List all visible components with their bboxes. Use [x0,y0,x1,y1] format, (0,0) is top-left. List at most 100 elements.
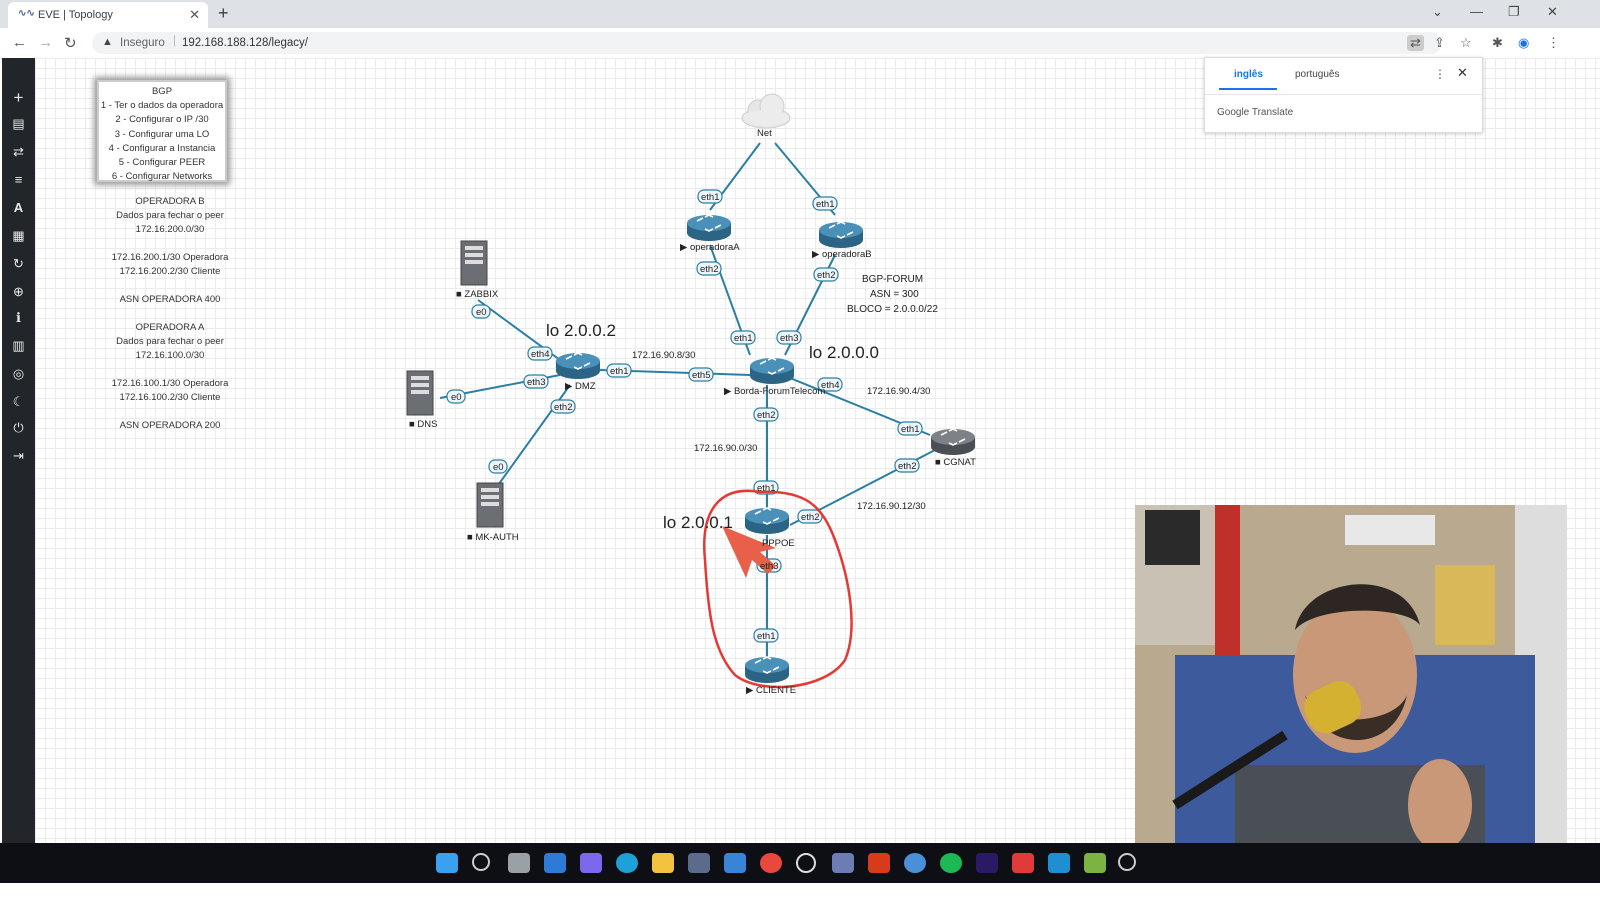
node-label-operadoraB[interactable]: ▶ operadoraB [812,249,872,260]
subnet-label[interactable]: 172.16.90.8/30 [632,350,696,361]
extensions-icon[interactable]: ✱ [1492,35,1503,50]
plus-icon[interactable]: + [13,88,24,107]
loopback-pppoe[interactable]: lo 2.0.0.1 [663,513,733,532]
menu-icon[interactable]: ⋮ [1547,35,1560,50]
more-options-icon[interactable]: ⋮ [1434,67,1446,81]
back-icon[interactable]: ← [12,34,27,51]
network-icon[interactable]: ⇄ [13,144,24,159]
teams-icon[interactable] [580,853,602,873]
logout-icon[interactable]: ⇥ [13,448,24,463]
search-icon[interactable] [472,853,490,871]
loopback-dmz[interactable]: lo 2.0.0.2 [546,321,616,340]
tab-search-icon[interactable]: ⌄ [1432,4,1443,19]
node-label-dmz[interactable]: ▶ DMZ [565,381,596,392]
loopback-borda[interactable]: lo 2.0.0.0 [809,343,879,362]
file-explorer-icon[interactable] [652,853,674,873]
minimize-icon[interactable]: — [1470,4,1483,19]
store-icon[interactable] [688,853,710,873]
node-label-pppoe[interactable]: PPPOE [762,538,795,549]
new-tab-button[interactable]: + [218,3,229,23]
omnibox[interactable]: ▲ Inseguro | 192.168.188.128/legacy/ [92,32,1442,54]
list-icon[interactable]: ≡ [14,172,23,187]
bgp-steps-box[interactable]: BGP 1 - Ter o dados da operadora 2 - Con… [97,80,227,182]
node-label-operadoraA[interactable]: ▶ operadoraA [680,242,740,253]
grid-icon[interactable]: ▦ [12,228,25,243]
reload-icon[interactable]: ↻ [64,35,77,52]
router-icon-operadoraA[interactable] [686,214,732,242]
nodes-icon[interactable]: ▤ [12,116,25,131]
node-label-cgnat[interactable]: ■ CGNAT [935,457,976,468]
divider [1205,94,1482,95]
edge-icon[interactable] [616,853,638,873]
bgp-forum-bloco[interactable]: BLOCO = 2.0.0.0/22 [847,304,938,315]
power-icon[interactable]: ⏻ [13,420,24,435]
dell-icon[interactable] [796,853,816,873]
restore-icon[interactable]: ❐ [1508,4,1520,19]
android-icon[interactable] [1084,853,1106,873]
bgp-forum-title[interactable]: BGP-FORUM [862,274,924,285]
node-name: MK-AUTH [475,532,519,543]
node-label-borda[interactable]: ▶ Borda-ForumTelecom [724,386,826,397]
mail-icon[interactable] [724,853,746,873]
node-label-mkauth[interactable]: ■ MK-AUTH [467,532,519,543]
bgp-line: 2 - Configurar o IP /30 [115,114,209,126]
moon-icon[interactable]: ☾ [12,394,25,409]
server-icon-zabbix[interactable] [460,240,488,286]
node-label-dns[interactable]: ■ DNS [409,419,438,430]
translate-lang-to[interactable]: português [1295,69,1340,80]
port-label: eth1 [610,366,629,377]
star-icon[interactable]: ☆ [1460,35,1472,50]
router-icon-dmz[interactable] [555,352,601,380]
browser-icon[interactable] [904,853,926,873]
server-icon-mkauth[interactable] [476,482,504,528]
router-icon-borda[interactable] [749,357,795,385]
chrome-icon[interactable] [760,853,782,873]
zoom-icon[interactable]: ⊕ [13,284,24,299]
text-icon[interactable]: A [13,200,24,215]
node-label-net[interactable]: Net [757,128,772,139]
anydesk-icon[interactable] [1012,853,1034,873]
node-label-cliente[interactable]: ▶ CLIENTE [746,685,797,696]
obs-icon[interactable] [1118,853,1136,871]
forward-icon[interactable]: → [38,34,53,51]
subnet-label[interactable]: 172.16.90.0/30 [694,443,758,454]
bgp-forum-asn[interactable]: ASN = 300 [870,289,919,300]
router-icon-cliente[interactable] [744,656,790,684]
network-app-icon[interactable] [832,853,854,873]
cloud-icon[interactable] [741,93,791,129]
subnet-label[interactable]: 172.16.90.4/30 [867,386,931,397]
vmware-icon[interactable] [1048,853,1070,873]
task-view-icon[interactable] [508,853,530,873]
url-text[interactable]: 192.168.188.128/legacy/ [182,37,308,49]
note-line: 172.16.100.2/30 Cliente [119,392,221,403]
spotify-icon[interactable] [940,853,962,873]
notes-icon[interactable]: ▥ [12,338,25,353]
server-icon-dns[interactable] [406,370,434,416]
widgets-icon[interactable] [544,853,566,873]
office-icon[interactable] [868,853,890,873]
translate-lang-from[interactable]: inglês [1234,69,1263,80]
window-close-icon[interactable]: ✕ [1547,4,1558,19]
refresh-icon[interactable]: ↻ [13,256,24,271]
security-label[interactable]: Inseguro [120,37,165,49]
node-label-zabbix[interactable]: ■ ZABBIX [456,289,499,300]
router-icon-cgnat[interactable] [930,428,976,456]
router-icon-operadoraB[interactable] [818,221,864,249]
profile-icon[interactable]: ◉ [1518,35,1530,50]
info-icon[interactable]: ℹ [16,310,21,325]
router-icon-pppoe[interactable] [744,507,790,535]
translate-icon[interactable]: ⇄ [1407,35,1424,51]
media-encoder-icon[interactable] [976,853,998,873]
taskbar [0,843,1600,883]
share-icon[interactable]: ⇪ [1434,35,1445,50]
tab-bar: ∿∿ EVE | Topology ✕ + ⌄ — ❐ ✕ [0,0,1600,28]
close-icon[interactable]: ✕ [1457,65,1468,80]
note-line: 172.16.200.1/30 Operadora [111,252,229,263]
tab-eve-topology[interactable]: ∿∿ EVE | Topology ✕ [8,2,208,28]
tab-close-icon[interactable]: ✕ [189,7,200,22]
windows-start-icon[interactable] [436,853,458,873]
status-icon[interactable]: ◎ [12,366,25,381]
subnet-label[interactable]: 172.16.90.12/30 [857,501,926,512]
bgp-line: BGP [151,86,173,97]
operator-notes[interactable]: OPERADORA B Dados para fechar o peer 172… [95,195,245,433]
